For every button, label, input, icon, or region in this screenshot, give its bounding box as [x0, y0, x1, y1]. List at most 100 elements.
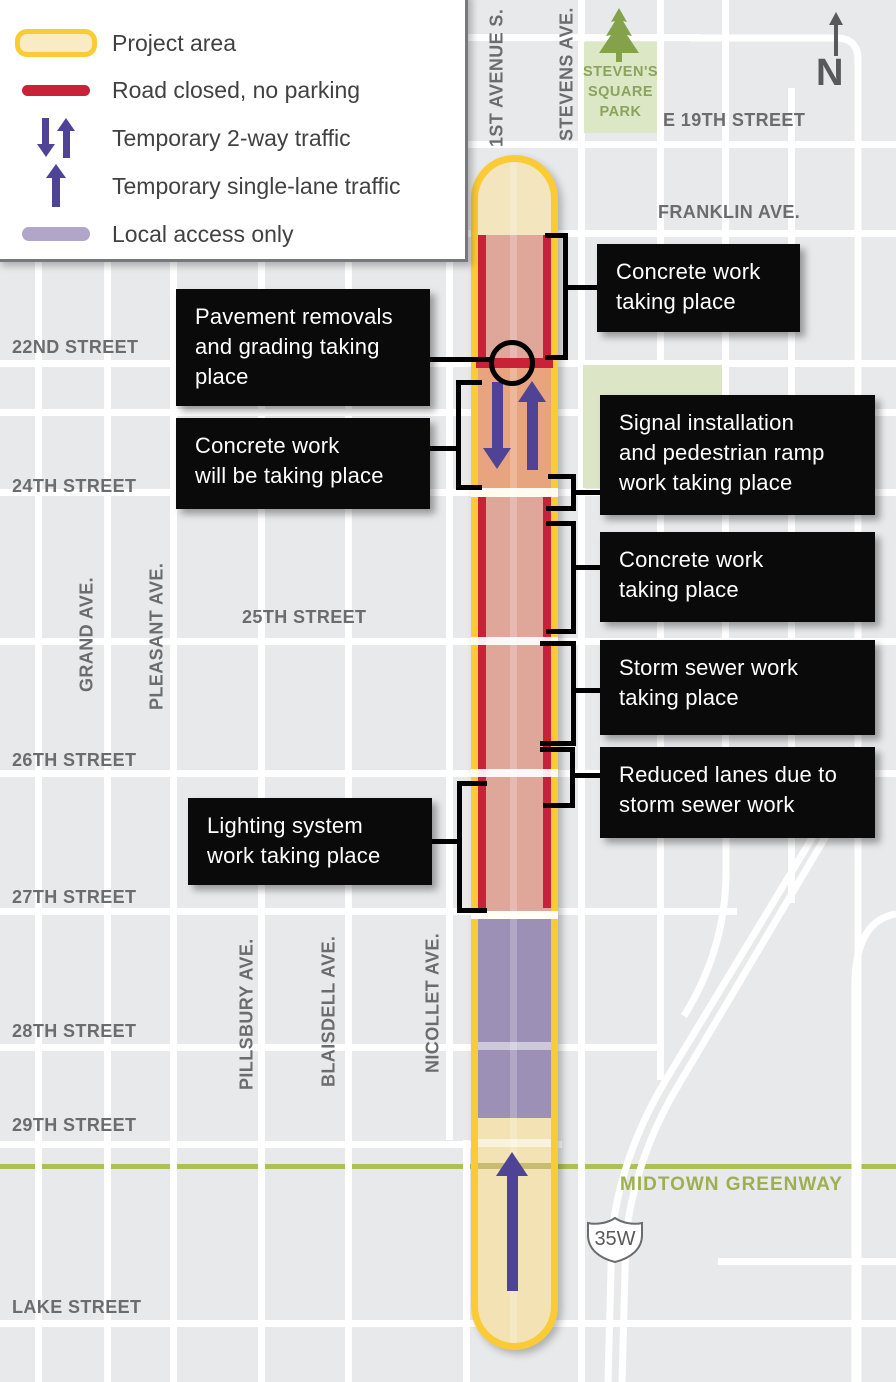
park-name-line2: SQUARE [587, 84, 654, 100]
corridor-local-access-segment [478, 919, 551, 1118]
leader-line [575, 773, 602, 778]
leader-line [428, 446, 456, 451]
street-label-29th: 29TH STREET [12, 1115, 137, 1135]
leader-line [457, 781, 462, 913]
two-way-down-arrowhead-icon [483, 448, 511, 469]
callout-pavement-removals: Pavement removals and grading taking pla… [176, 289, 430, 406]
leader-line [571, 521, 576, 634]
leader-line [545, 233, 568, 238]
callout-concrete-work-top: Concrete work taking place [597, 244, 800, 332]
street-line-27th [0, 908, 737, 915]
legend-label: Temporary single-lane traffic [112, 172, 401, 199]
leader-line [546, 629, 576, 634]
leader-line [540, 747, 575, 752]
north-label: N [816, 52, 844, 94]
leader-line [428, 357, 492, 362]
leader-line [456, 380, 482, 385]
street-line-25th [0, 638, 896, 645]
street-label-22nd: 22ND STREET [12, 337, 139, 357]
leader-line [548, 474, 576, 479]
leader-line [576, 688, 602, 693]
midtown-greenway-line [0, 1164, 896, 1169]
leader-line [430, 839, 457, 844]
road-closed-line [543, 235, 551, 358]
street-label-1st-ave: 1ST AVENUE S. [486, 8, 507, 147]
road-closed-line [478, 235, 486, 358]
leader-line [545, 355, 568, 360]
two-way-arrows-icon [0, 115, 112, 161]
street-line-lake [0, 1320, 896, 1327]
street-label-lake: LAKE STREET [12, 1297, 142, 1317]
street-label-pillsbury: PILLSBURY AVE. [236, 938, 257, 1090]
road-closed-line [543, 497, 551, 908]
leader-line [543, 803, 575, 808]
street-label-28th: 28TH STREET [12, 1021, 137, 1041]
project-area-swatch-icon [0, 20, 112, 66]
leader-line [456, 380, 461, 490]
leader-line [576, 565, 602, 570]
street-crossing [478, 1139, 551, 1147]
street-label-26th: 26TH STREET [12, 750, 137, 770]
callout-reduced-lanes: Reduced lanes due to storm sewer work [600, 747, 875, 838]
leader-line [570, 747, 575, 808]
two-way-down-arrow [492, 382, 503, 450]
local-access-swatch-icon [0, 211, 112, 257]
leader-line [563, 233, 568, 360]
leader-line [568, 285, 597, 290]
street-label-stevens: STEVENS AVE. [556, 7, 577, 141]
street-line-24th [0, 489, 896, 496]
street-line [718, 1258, 896, 1265]
street-label-24th: 24TH STREET [12, 476, 137, 496]
leader-line [540, 741, 576, 746]
road-closed-line [478, 497, 486, 908]
street-label-greenway: MIDTOWN GREENWAY [620, 1174, 843, 1195]
two-way-up-arrow [527, 400, 538, 470]
street-label-25th: 25TH STREET [242, 607, 367, 627]
callout-storm-sewer: Storm sewer work taking place [600, 640, 875, 735]
corridor-road-closed-segment [478, 497, 551, 911]
street-line-nicollet [446, 0, 453, 1140]
interstate-shield-icon [587, 1216, 643, 1264]
corridor-project-only-top [478, 162, 551, 235]
park-name-line3: PARK [599, 104, 642, 120]
street-crossing [471, 911, 558, 919]
corridor-centerline [510, 162, 517, 1343]
leader-line [546, 521, 576, 526]
street-line [463, 1140, 470, 1382]
leader-line [457, 781, 487, 786]
single-lane-up-arrow [507, 1176, 518, 1291]
street-crossing [471, 488, 558, 497]
street-line [722, 0, 729, 765]
single-lane-arrow-icon [0, 163, 112, 209]
pine-tree-icon [599, 8, 639, 62]
callout-lighting-system: Lighting system work taking place [188, 798, 432, 885]
street-line-26th [0, 770, 896, 777]
legend-row-project-area: Project area [0, 20, 465, 66]
legend-row-road-closed: Road closed, no parking [0, 67, 465, 113]
street-line [170, 0, 177, 1382]
park-name-line1: STEVEN'S [582, 64, 659, 80]
street-label-grand: GRAND AVE. [76, 576, 97, 692]
leader-line [576, 490, 602, 495]
street-label-27th: 27TH STREET [12, 887, 137, 907]
leader-line [457, 908, 487, 913]
street-line [345, 0, 352, 1382]
callout-concrete-will-be: Concrete work will be taking place [176, 418, 430, 509]
street-label-franklin: FRANKLIN AVE. [658, 202, 801, 222]
leader-line [540, 641, 576, 646]
street-label-e19th: E 19TH STREET [663, 110, 806, 130]
legend-row-single-lane: Temporary single-lane traffic [0, 163, 465, 209]
leader-line [571, 474, 576, 511]
highway-shield-label: 35W [594, 1228, 636, 1250]
street-line-23rd [0, 409, 896, 416]
street-crossing [478, 1042, 551, 1050]
legend-panel: Project area Road closed, no parking Tem… [0, 0, 468, 262]
street-line [35, 0, 42, 1382]
leader-line [571, 641, 576, 746]
road-closed-swatch-icon [0, 67, 112, 113]
legend-label: Project area [112, 29, 237, 56]
street-label-nicollet: NICOLLET AVE. [422, 932, 443, 1074]
callout-concrete-work-2: Concrete work taking place [600, 532, 875, 622]
street-line [258, 0, 265, 1382]
